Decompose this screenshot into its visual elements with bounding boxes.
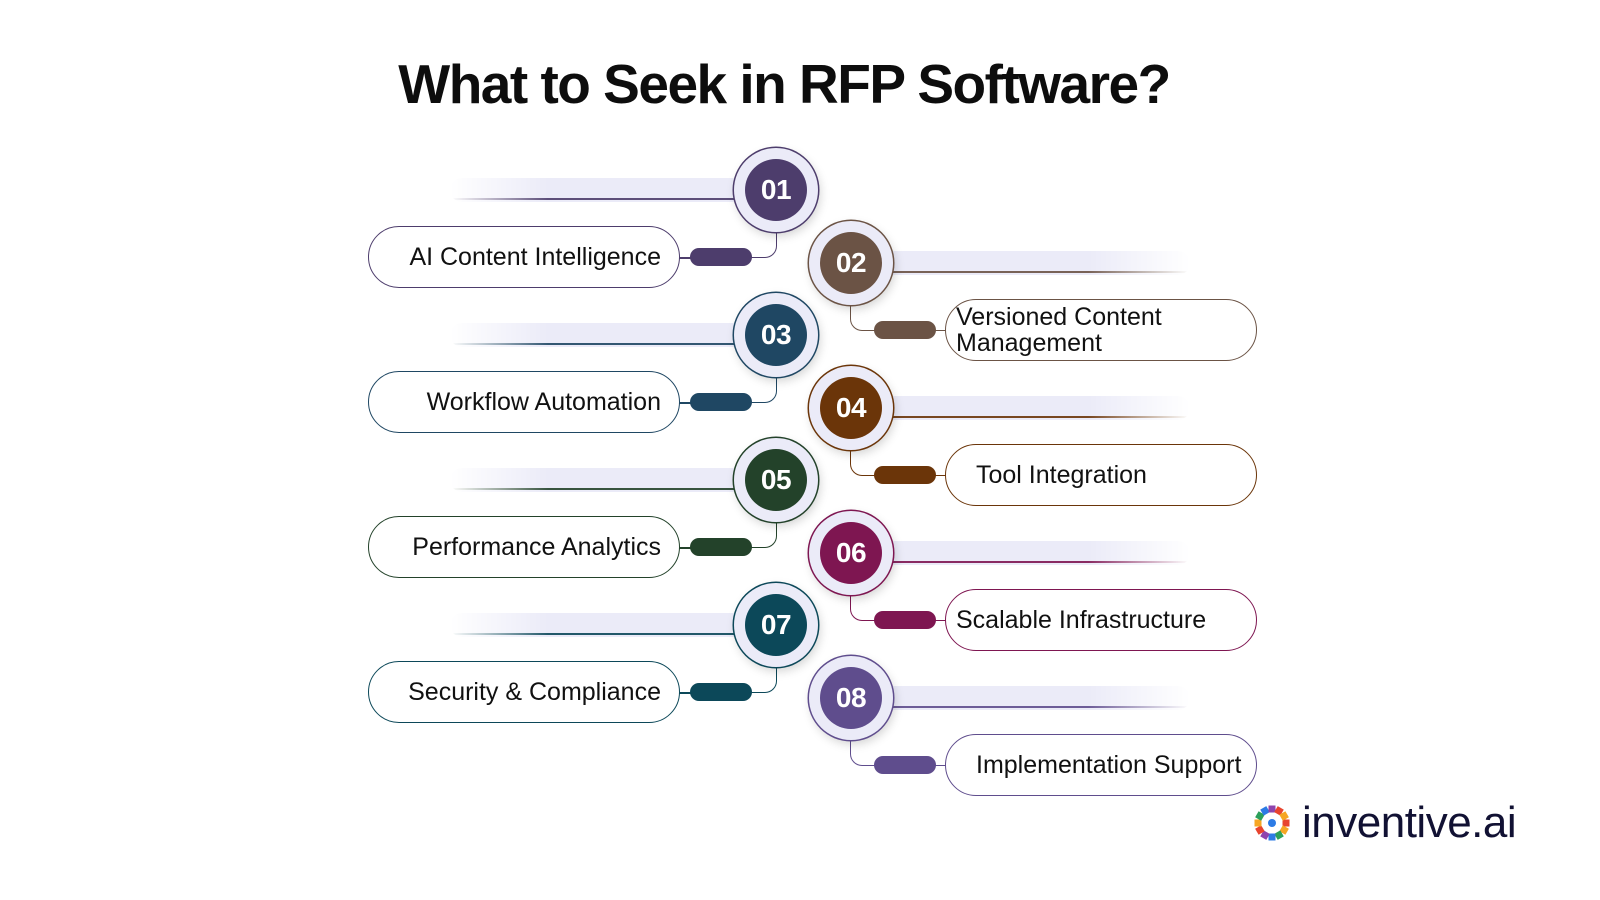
item-bar-06 xyxy=(851,540,1190,565)
brand-name: inventive.ai xyxy=(1302,798,1517,847)
item-link-01 xyxy=(678,257,694,259)
logo-center xyxy=(1268,819,1276,827)
item-link-07 xyxy=(678,692,694,694)
item-bar-01 xyxy=(450,178,776,202)
item-label-02: Versioned Content Management xyxy=(945,298,1257,361)
page-title: What to Seek in RFP Software? xyxy=(398,53,1171,115)
item-label-text: AI Content Intelligence xyxy=(409,243,661,271)
item-link-05 xyxy=(678,547,694,549)
item-pill-06 xyxy=(874,610,936,629)
item-link-04 xyxy=(932,474,947,476)
item-label-text: Performance Analytics xyxy=(412,533,661,561)
pinwheel-logo-icon xyxy=(1254,805,1290,841)
item-label-07: Security & Compliance xyxy=(368,661,680,723)
item-bar-04 xyxy=(851,395,1190,420)
item-pill-03 xyxy=(690,393,752,411)
item-label-text: Tool Integration xyxy=(976,460,1147,489)
item-number: 06 xyxy=(820,521,882,584)
item-number: 07 xyxy=(745,594,807,656)
item-bar-07 xyxy=(450,613,776,637)
item-number: 03 xyxy=(745,304,807,366)
item-number-badge-06: 06 xyxy=(809,510,893,595)
logo-petal xyxy=(1279,825,1289,835)
item-number-badge-03: 03 xyxy=(734,293,818,377)
logo-petal xyxy=(1282,819,1290,827)
item-link-06 xyxy=(932,619,947,621)
item-label-text: Workflow Automation xyxy=(426,388,661,416)
item-bar-03 xyxy=(450,323,776,347)
item-label-04: Tool Integration xyxy=(945,443,1257,506)
item-label-text: Scalable Infrastructure xyxy=(956,605,1207,634)
item-label-05: Performance Analytics xyxy=(368,516,680,578)
logo-petal xyxy=(1254,819,1262,827)
item-label-text: Versioned Content Management xyxy=(956,302,1162,357)
item-number-badge-07: 07 xyxy=(734,583,818,667)
item-label-text: Security & Compliance xyxy=(408,678,661,706)
item-pill-04 xyxy=(874,465,936,484)
item-number: 04 xyxy=(820,376,882,439)
item-bar-02 xyxy=(851,250,1190,275)
item-connector-06 xyxy=(850,590,879,621)
item-number-badge-01: 01 xyxy=(734,148,818,232)
item-pill-08 xyxy=(874,755,936,774)
item-number: 08 xyxy=(820,666,882,729)
logo-petal xyxy=(1255,811,1265,821)
item-number: 05 xyxy=(745,449,807,511)
item-pill-07 xyxy=(690,683,752,701)
logo-petal xyxy=(1255,825,1265,835)
item-pill-05 xyxy=(690,538,752,556)
item-number-badge-02: 02 xyxy=(809,220,893,305)
item-link-02 xyxy=(932,329,947,331)
item-link-08 xyxy=(932,764,947,766)
item-link-03 xyxy=(678,402,694,404)
item-connector-05 xyxy=(748,518,777,548)
item-bar-08 xyxy=(851,685,1190,710)
brand-logo: inventive.ai xyxy=(1250,798,1517,848)
item-label-03: Workflow Automation xyxy=(368,371,680,433)
logo-petal xyxy=(1260,830,1270,840)
item-connector-02 xyxy=(850,300,879,331)
logo-petal xyxy=(1279,811,1289,821)
item-label-08: Implementation Support xyxy=(945,733,1257,796)
item-number: 01 xyxy=(745,159,807,221)
item-pill-01 xyxy=(690,248,752,266)
item-number-badge-04: 04 xyxy=(809,365,893,450)
item-label-01: AI Content Intelligence xyxy=(368,226,680,288)
logo-petal xyxy=(1268,833,1276,841)
logo-petal xyxy=(1274,806,1284,816)
item-label-06: Scalable Infrastructure xyxy=(945,588,1257,651)
item-pill-02 xyxy=(874,320,936,339)
item-number: 02 xyxy=(820,231,882,294)
logo-petal xyxy=(1260,806,1270,816)
item-label-text: Implementation Support xyxy=(976,750,1242,779)
item-connector-07 xyxy=(748,663,777,693)
item-number-badge-05: 05 xyxy=(734,438,818,522)
logo-petal xyxy=(1274,830,1284,840)
item-number-badge-08: 08 xyxy=(809,655,893,740)
item-connector-03 xyxy=(748,373,777,403)
item-connector-04 xyxy=(850,445,879,476)
logo-petal xyxy=(1268,805,1276,813)
item-connector-08 xyxy=(850,735,879,766)
item-connector-01 xyxy=(748,228,777,258)
item-bar-05 xyxy=(450,468,776,492)
